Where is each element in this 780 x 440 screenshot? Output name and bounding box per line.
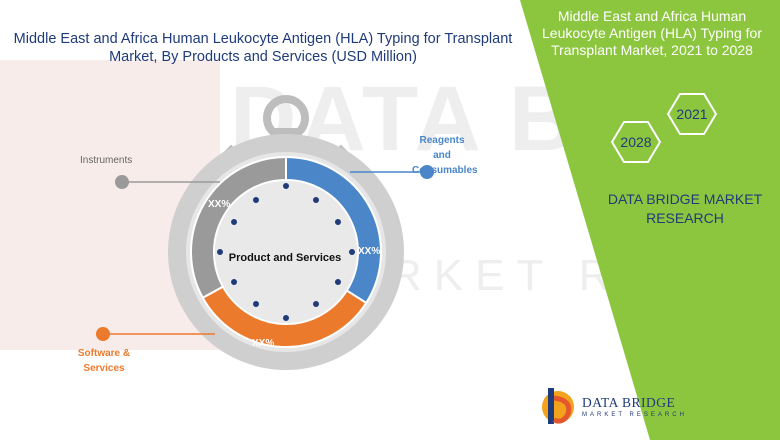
software-callout-line-1: Software & (77, 348, 131, 359)
clock-tick-dot (283, 315, 289, 321)
logo-name: DATA BRIDGE (582, 395, 676, 410)
software-callout-line-2: Services (83, 363, 125, 374)
instruments-callout-label: Instruments (80, 155, 133, 166)
software-callout-dot (96, 327, 110, 341)
logo-mark-arc (552, 395, 572, 424)
clock-tick-dot (231, 279, 238, 285)
reagents-callout-line-1: Reagents (419, 135, 465, 146)
logo-mark-bar (548, 388, 554, 424)
logo-subtitle: MARKET RESEARCH (582, 412, 687, 418)
clock-tick-dot (217, 249, 223, 255)
clock-tick-dot (231, 219, 238, 225)
instruments-segment (190, 155, 287, 300)
clock-tick-dot (349, 249, 355, 255)
clock-tick-dot (334, 219, 341, 225)
year-start-label: 2028 (620, 134, 652, 150)
clock-tick-dot (313, 300, 319, 307)
clock-tick-dot (283, 183, 289, 189)
reagents-callout-line-3: Consumables (412, 165, 478, 176)
software-callout-label: Software & Services (64, 346, 144, 376)
instruments-callout-dot (115, 175, 129, 189)
reagents-callout-dot (420, 165, 434, 179)
clock-tick-dot (313, 197, 319, 204)
hexagon-2028 (610, 121, 662, 163)
reagents-callout-line-2: and (433, 150, 451, 161)
chart-title: Middle East and Africa Human Leukocyte A… (13, 31, 513, 65)
clock-tick-dot (334, 279, 341, 285)
green-side-panel (520, 0, 780, 440)
clock-tick-dot (253, 300, 259, 307)
side-panel-company: DATA BRIDGE MARKET RESEARCH (607, 191, 763, 226)
hexagon-2021 (666, 93, 718, 135)
year-end-label: 2021 (676, 106, 708, 122)
clock-tick-dot (253, 197, 259, 204)
side-panel-title: Middle East and Africa Human Leukocyte A… (542, 8, 762, 58)
reagents-data-label: XX% (358, 246, 381, 257)
instruments-data-label: XX% (208, 199, 231, 210)
reagents-callout-label: Reagents and Consumables (412, 133, 478, 178)
donut-inner-face (215, 181, 357, 323)
donut-center-label: Product and Services (228, 252, 342, 264)
software-data-label: XX% (252, 338, 275, 349)
